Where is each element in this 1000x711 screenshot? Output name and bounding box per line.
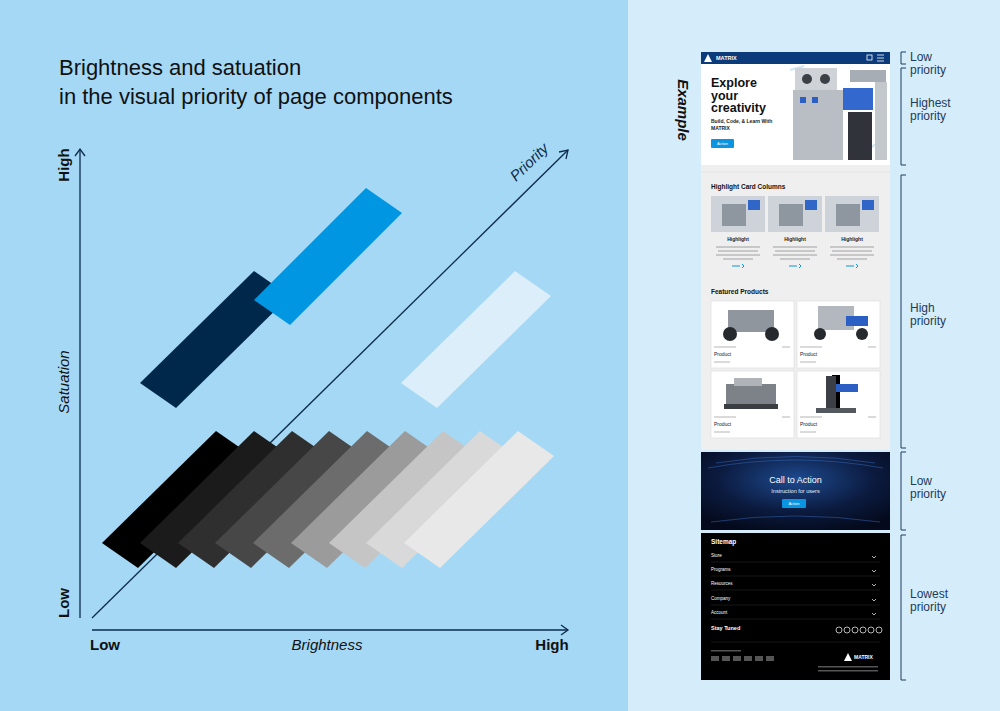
action-button: Action [711, 139, 734, 148]
product-cards [711, 301, 880, 438]
node-text: Product [714, 421, 731, 427]
node-text: Featured Products [711, 288, 768, 296]
node-text: Call to Action [701, 475, 890, 486]
node-text: Resources [711, 581, 733, 587]
node-text: Stay Tuned [711, 625, 740, 632]
action-button: Action [782, 499, 806, 508]
node-text: Account [711, 610, 727, 616]
node-text: Instruction for users [701, 488, 890, 495]
node-text: Build, Code, & Learn With MATRIX [711, 118, 781, 131]
axis-label: Low [90, 636, 120, 653]
axis-label: High [535, 636, 568, 653]
right-panel [628, 0, 1000, 711]
product-card: Product [797, 301, 880, 368]
node-text: Company [711, 596, 730, 602]
axis-label: High [55, 148, 72, 181]
footer: SitemapStoreProgramsResourcesCompanyAcco… [701, 533, 890, 680]
cta-band: Call to ActionInstruction for usersActio… [701, 452, 890, 530]
axes [75, 149, 568, 635]
priority-note: Lowest priority [910, 588, 968, 614]
product-card: Product [797, 371, 880, 438]
highlight-section: Highlight Card ColumnsHighlightHighlight… [701, 175, 890, 283]
hero-section: Explore your creativityBuild, Code, & Le… [701, 64, 890, 165]
highlight-card: Highlight [825, 196, 879, 272]
node-text: Highlight Card Columns [711, 183, 785, 191]
node-text: Sitemap [711, 538, 736, 546]
header-bar: MATRIX [701, 52, 890, 64]
node-text: Highlight [768, 236, 822, 242]
title-spacer [313, 53, 489, 73]
priority-note: Low priority [910, 475, 968, 501]
node-text: Product [800, 421, 817, 427]
axis-title: Brightness [292, 636, 363, 653]
products-section: Featured ProductsProductProductProductPr… [701, 283, 890, 450]
highlight-card: Highlight [768, 196, 822, 272]
example-label: Example [674, 79, 691, 141]
node-text: MATRIX [854, 654, 873, 660]
priority-brackets [901, 52, 906, 680]
highlight-card: Highlight [711, 196, 765, 272]
node-text: MATRIX [716, 52, 737, 64]
chart-title: Brightness and satuation in the visual p… [59, 55, 453, 109]
node-text: Product [714, 351, 731, 357]
node-text: Highlight [711, 236, 765, 242]
priority-note: Highest priority [910, 97, 968, 123]
webpage-mockup [701, 52, 890, 680]
priority-note: High priority [910, 302, 968, 328]
node-text: Product [800, 351, 817, 357]
node-text: Action [782, 499, 806, 508]
left-panel [0, 0, 628, 711]
colour-bars [140, 188, 551, 408]
axis-label: Low [55, 588, 72, 618]
product-card: Product [711, 301, 794, 368]
node-text: Action [711, 139, 734, 148]
axis-title: Satuation [55, 350, 72, 413]
node-text: Programs [711, 567, 731, 573]
product-card: Product [711, 371, 794, 438]
node-text: Highlight [825, 236, 879, 242]
title-block: Brightness and satuation in the visual p… [59, 53, 489, 111]
node-text: Explore your creativity [711, 77, 769, 115]
priority-note: Low priority [910, 51, 968, 77]
node-text: Store [711, 553, 722, 559]
grey-bars [102, 431, 554, 568]
